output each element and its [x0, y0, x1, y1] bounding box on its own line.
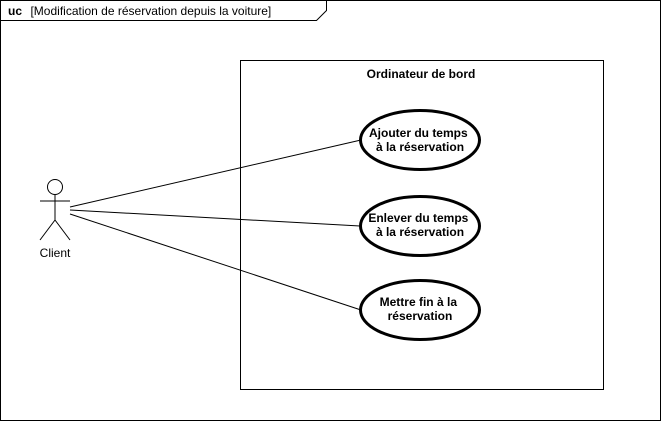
association-line-3	[69, 213, 362, 311]
use-case-label-line-2: à la réservation	[376, 140, 464, 154]
use-case-label-line-2: réservation	[388, 309, 453, 323]
use-case-ellipse	[359, 279, 481, 341]
actor-name: Client	[40, 246, 71, 260]
use-case-ellipse	[359, 109, 481, 171]
use-case-end-reservation: Mettre fin à la réservation	[359, 279, 481, 341]
use-case-add-time: Ajouter du temps à la réservation	[359, 109, 481, 171]
association-line-1	[69, 139, 362, 208]
actor-right-leg	[54, 219, 71, 241]
frame-keyword: uc	[8, 4, 22, 18]
actor-head	[47, 179, 63, 195]
association-line-2	[69, 209, 361, 227]
actor-client	[39, 179, 71, 241]
actor-left-leg	[39, 219, 56, 241]
use-case-label-line-1: Enlever du temps	[368, 211, 468, 225]
frame-name: [Modification de réservation depuis la v…	[30, 4, 271, 18]
use-case-label-line-1: Ajouter du temps	[369, 126, 468, 140]
use-case-label: Ajouter du temps à la réservation	[369, 126, 471, 154]
use-case-ellipse	[359, 195, 481, 257]
use-case-label-line-2: à la réservation	[376, 225, 464, 239]
use-case-remove-time: Enlever du temps à la réservation	[359, 195, 481, 257]
system-title: Ordinateur de bord	[367, 67, 476, 81]
system-boundary	[240, 60, 604, 390]
use-case-label: Enlever du temps à la réservation	[368, 211, 471, 239]
frame-label-tab	[0, 0, 327, 21]
frame-label: uc [Modification de réservation depuis l…	[8, 2, 271, 19]
use-case-label-line-1: Mettre fin à la	[380, 295, 458, 309]
use-case-label: Mettre fin à la réservation	[380, 295, 461, 323]
